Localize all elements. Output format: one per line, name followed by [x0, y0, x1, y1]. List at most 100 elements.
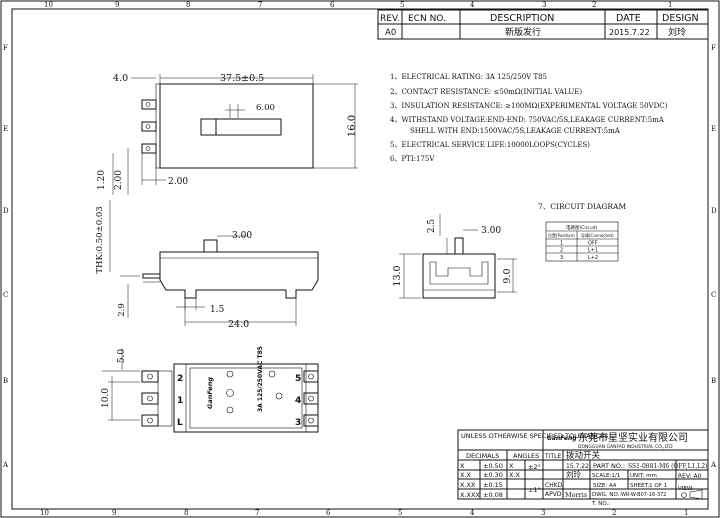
side-letter: A	[2, 461, 9, 469]
tolerance-title: UNLESS OTHERWISE SPECIFIED TOLERANCES	[461, 432, 608, 440]
terminal-top-3	[141, 143, 157, 154]
circuit-cell: L+1	[588, 248, 598, 254]
dim-left: 4.0	[113, 73, 128, 84]
pin-bottom-left-2	[141, 392, 159, 405]
tol-value: ±0.50	[483, 462, 503, 470]
title-block-frame	[457, 429, 709, 500]
pin-bottom-right-1	[303, 370, 319, 383]
tol-value: ±0.08	[483, 491, 503, 499]
company-name-cn: 东莞市星坚实业有限公司	[578, 431, 688, 444]
slider-slot	[200, 118, 217, 136]
switch-body-top	[159, 83, 314, 169]
pin-label: 3	[295, 418, 301, 428]
bottom-number: 2	[612, 509, 616, 517]
description-value: 新版发行	[505, 26, 541, 38]
circuit-cell: 3	[560, 255, 563, 261]
bottom-number: 3	[541, 509, 545, 517]
top-number: 5	[400, 1, 404, 9]
top-number: 2	[592, 1, 596, 9]
drawn-by: 刘玲	[566, 469, 581, 479]
side-letter: D	[711, 207, 717, 215]
dim-width: 24.0	[228, 319, 249, 330]
tol-key: X.XXX	[460, 491, 480, 499]
brand-marking: GanFeng	[206, 377, 214, 409]
pin-label: 5	[295, 374, 301, 384]
bottom-number: 1	[684, 509, 688, 517]
circuit-title: 7、CIRCUIT DIAGRAM	[538, 202, 626, 211]
part-no-value: SS1-0881-M6 (OFF,L1,L2)	[628, 463, 708, 470]
decimals-header: DECIMALS	[466, 452, 499, 460]
bottom-number: 5	[398, 509, 402, 517]
spec-item: 1、ELECTRICAL RATING: 3A 125/250V T85	[390, 73, 547, 81]
rev-value: A0	[385, 28, 396, 38]
top-number: 3	[542, 1, 546, 9]
angle-value: ±1°	[528, 486, 541, 494]
pin-label: 4	[295, 396, 301, 406]
rev-header: REV.	[380, 14, 400, 24]
pin-bottom-right-2	[303, 392, 319, 405]
pin-front	[142, 273, 161, 279]
rev-label-tb: REV: A0	[678, 473, 702, 480]
tol-value: ±0.15	[483, 481, 503, 489]
spec-item: 6、PTI:175V	[390, 155, 435, 163]
dim-side-lever: 3.00	[481, 226, 501, 236]
tolerance-title-line: UNLESS OTHERWISE SPECIFIED TOLERANCES	[461, 432, 608, 440]
circuit-header-top: 电路图(Circuit)	[566, 224, 598, 231]
pin-bottom-left-1	[141, 370, 159, 383]
dim-left-v1: 1.20	[97, 170, 107, 190]
switch-body-side	[422, 253, 496, 299]
dim-side-top: 2.5	[427, 219, 437, 234]
sheet: SHEET:1 OF 1	[630, 483, 667, 489]
circuit-cell: L+2	[588, 255, 598, 261]
tol-value: ±0.30	[483, 471, 503, 479]
dim-bottom-v2: 10.0	[101, 388, 111, 408]
chkd-label: CHKD	[545, 482, 563, 489]
design-header: DESIGN	[662, 13, 699, 24]
tno-label: T. NO.:	[591, 501, 610, 507]
title-label: TITLE	[544, 453, 561, 460]
tol-key: X.XX	[460, 481, 476, 489]
company-name-en: DONGGUAN GANFAO INDUSTRIAL CO.,LTD	[578, 444, 673, 450]
terminal-top-2	[141, 121, 157, 132]
company-logo: GanFeng	[547, 435, 577, 442]
title-block: UNLESS OTHERWISE SPECIFIED TOLERANCES DE…	[457, 429, 709, 507]
dim-bottom-h: 2.00	[168, 177, 188, 187]
dim-lever: 3.00	[232, 231, 252, 241]
circuit-cell: OFF	[588, 241, 598, 247]
dim-length: 37.5±0.5	[220, 73, 264, 84]
design-value: 刘玲	[668, 26, 686, 38]
date-value: 2015.7.22	[609, 28, 650, 37]
inner-frame	[11, 8, 709, 510]
top-number: 1	[668, 1, 672, 9]
date-header: DATE	[616, 13, 641, 24]
side-border-letters: F E D C B A F E D C B A	[2, 44, 717, 469]
specifications: 1、ELECTRICAL RATING: 3A 125/250V T85 2、C…	[390, 73, 668, 163]
size: SIZE: A4	[593, 483, 617, 489]
apvd-value: Morris	[565, 491, 587, 499]
bottom-number: 8	[184, 509, 188, 517]
bottom-view: 2 1 L 5 4 3 GanFeng 3A 125/250VAC T85 5.…	[101, 346, 319, 433]
ecn-header: ECN NO.	[408, 14, 446, 24]
circuit-col-position: 位置(Position)	[548, 232, 575, 238]
unit: UNIT: mm	[630, 473, 657, 479]
side-letter: B	[711, 377, 716, 385]
pin-bottom-left-3	[141, 414, 159, 427]
bottom-border-numbers: 10 9 8 7 6 5 4 3 2 1	[40, 509, 688, 517]
bottom-number: 9	[112, 509, 116, 517]
switch-body-front	[159, 251, 319, 299]
angle-key: X.X	[509, 471, 521, 479]
pin-bottom-right-3	[303, 414, 319, 427]
top-number: 7	[258, 1, 262, 9]
top-number: 8	[186, 1, 190, 9]
dim-height: 16.0	[347, 115, 358, 137]
side-letter: C	[3, 291, 8, 299]
circuit-cell: 1	[560, 241, 563, 247]
spec-item: 2、CONTACT RESISTANCE: ≤50mΩ(INITIAL VALU…	[390, 88, 582, 96]
terminal-top-1	[141, 99, 157, 110]
side-letter: F	[711, 44, 716, 52]
view-label: VIEW:	[678, 486, 694, 492]
angles-header: ANGLES	[513, 452, 539, 460]
dim-side-inner: 9.0	[502, 268, 513, 283]
